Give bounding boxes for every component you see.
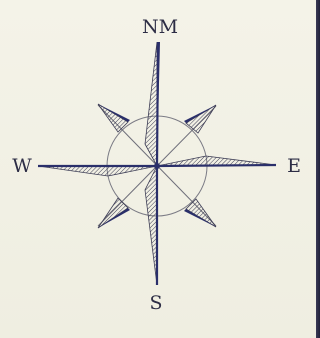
- label-west: W: [12, 155, 32, 177]
- point-north: [145, 42, 160, 166]
- page-edge: [316, 0, 320, 338]
- point-west: [38, 166, 157, 176]
- point-southeast: [184, 199, 216, 227]
- label-east: E: [287, 155, 301, 177]
- point-south: [145, 166, 157, 285]
- compass-center: [154, 163, 160, 169]
- label-south: S: [149, 292, 162, 314]
- point-northeast: [184, 105, 216, 133]
- point-east: [157, 156, 276, 166]
- point-southwest: [98, 198, 130, 228]
- label-north: NM: [142, 16, 178, 38]
